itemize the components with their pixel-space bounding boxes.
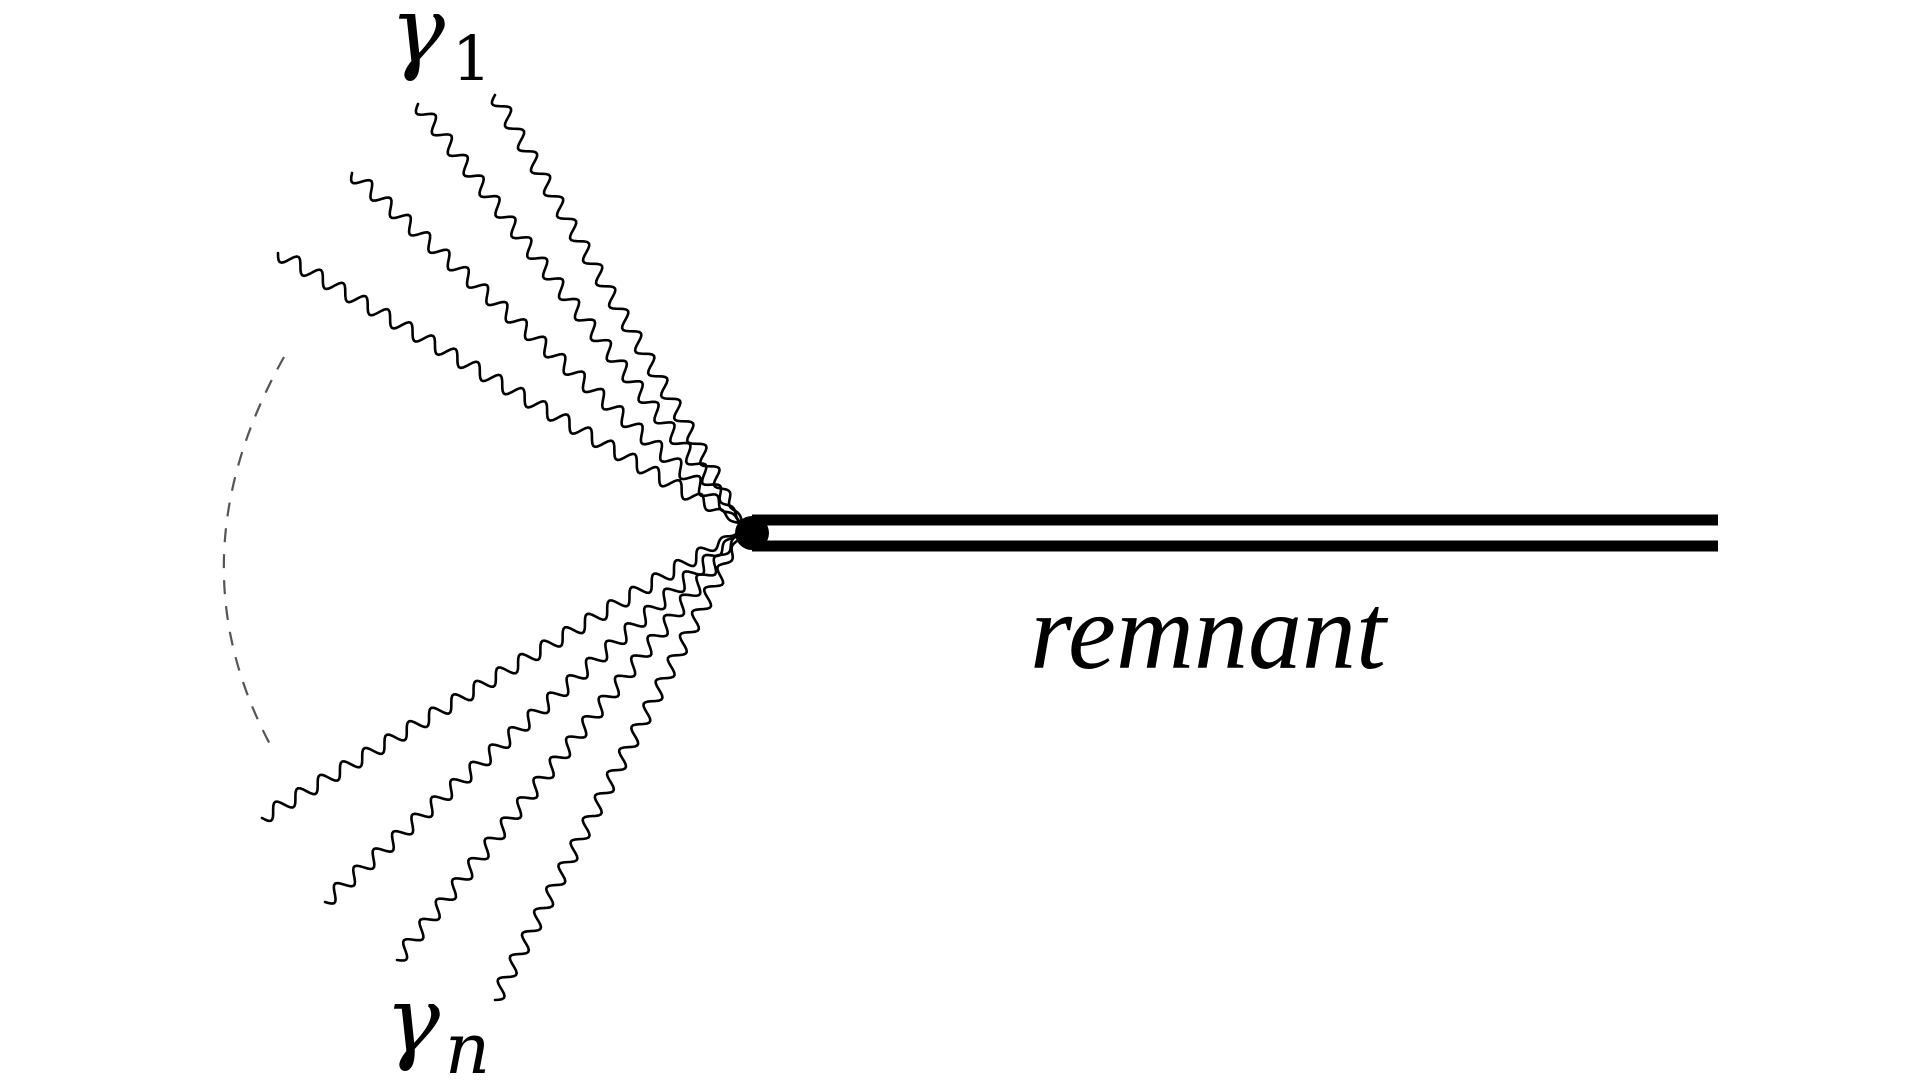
photon-line — [493, 525, 747, 1002]
remnant-double-line — [752, 514, 1718, 552]
photon-lines — [260, 93, 747, 1002]
gamma-n-subscript: n — [445, 1008, 490, 1080]
photon-line — [323, 525, 747, 905]
label-gamma-1: γ 1 — [390, 0, 491, 95]
photon-line — [395, 525, 747, 962]
gamma-n-symbol: γ — [385, 967, 441, 1074]
photon-line — [414, 102, 747, 529]
photon-line — [260, 525, 747, 823]
gamma-1-symbol: γ — [390, 0, 446, 84]
photon-line — [349, 171, 747, 529]
label-gamma-n: γ n — [385, 967, 490, 1080]
interaction-vertex — [735, 516, 769, 550]
photon-line — [490, 93, 747, 529]
ellipsis-arc — [222, 356, 285, 749]
photon-line — [276, 251, 747, 529]
gamma-1-subscript: 1 — [452, 22, 491, 95]
remnant-label: remnant — [1030, 573, 1389, 692]
